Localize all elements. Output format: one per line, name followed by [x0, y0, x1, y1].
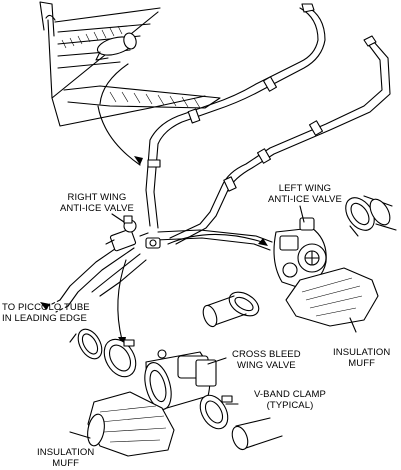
label-line: INSULATION [37, 447, 95, 458]
cross-bleed-valve-assembly [69, 259, 283, 457]
right-wing-anti-ice-valve-label: RIGHT WING ANTI-ICE VALVE [60, 192, 134, 214]
cross-bleed-wing-valve-label: CROSS BLEED WING VALVE [232, 349, 301, 371]
label-line: WING VALVE [236, 360, 296, 371]
label-line: TO PICCOLO TUBE [2, 302, 90, 313]
label-line: RIGHT WING [67, 192, 127, 203]
duct-lines [40, 3, 391, 313]
left-wing-anti-ice-valve-label: LEFT WING ANTI-ICE VALVE [268, 183, 342, 205]
aircraft-sketch [39, 1, 221, 166]
label-line: INSULATION [333, 347, 391, 358]
label-line: MUFF [52, 458, 80, 469]
label-line: MUFF [348, 358, 376, 369]
label-line: IN LEADING EDGE [2, 313, 87, 324]
v-band-clamp-label: V-BAND CLAMP (TYPICAL) [254, 389, 326, 411]
label-line: ANTI-ICE VALVE [268, 194, 342, 205]
label-line: LEFT WING [278, 183, 332, 194]
label-line: V-BAND CLAMP [254, 389, 326, 400]
label-line: ANTI-ICE VALVE [60, 203, 134, 214]
left-wing-anti-ice-valve [167, 195, 397, 333]
piccolo-tube-label: TO PICCOLO TUBE IN LEADING EDGE [2, 302, 90, 324]
insulation-muff-right-label: INSULATION MUFF [333, 347, 390, 369]
insulation-muff-left-label: INSULATION MUFF [37, 447, 94, 469]
right-wing-anti-ice-valve [105, 213, 161, 252]
label-line: (TYPICAL) [266, 400, 314, 411]
label-line: CROSS BLEED [232, 349, 301, 360]
